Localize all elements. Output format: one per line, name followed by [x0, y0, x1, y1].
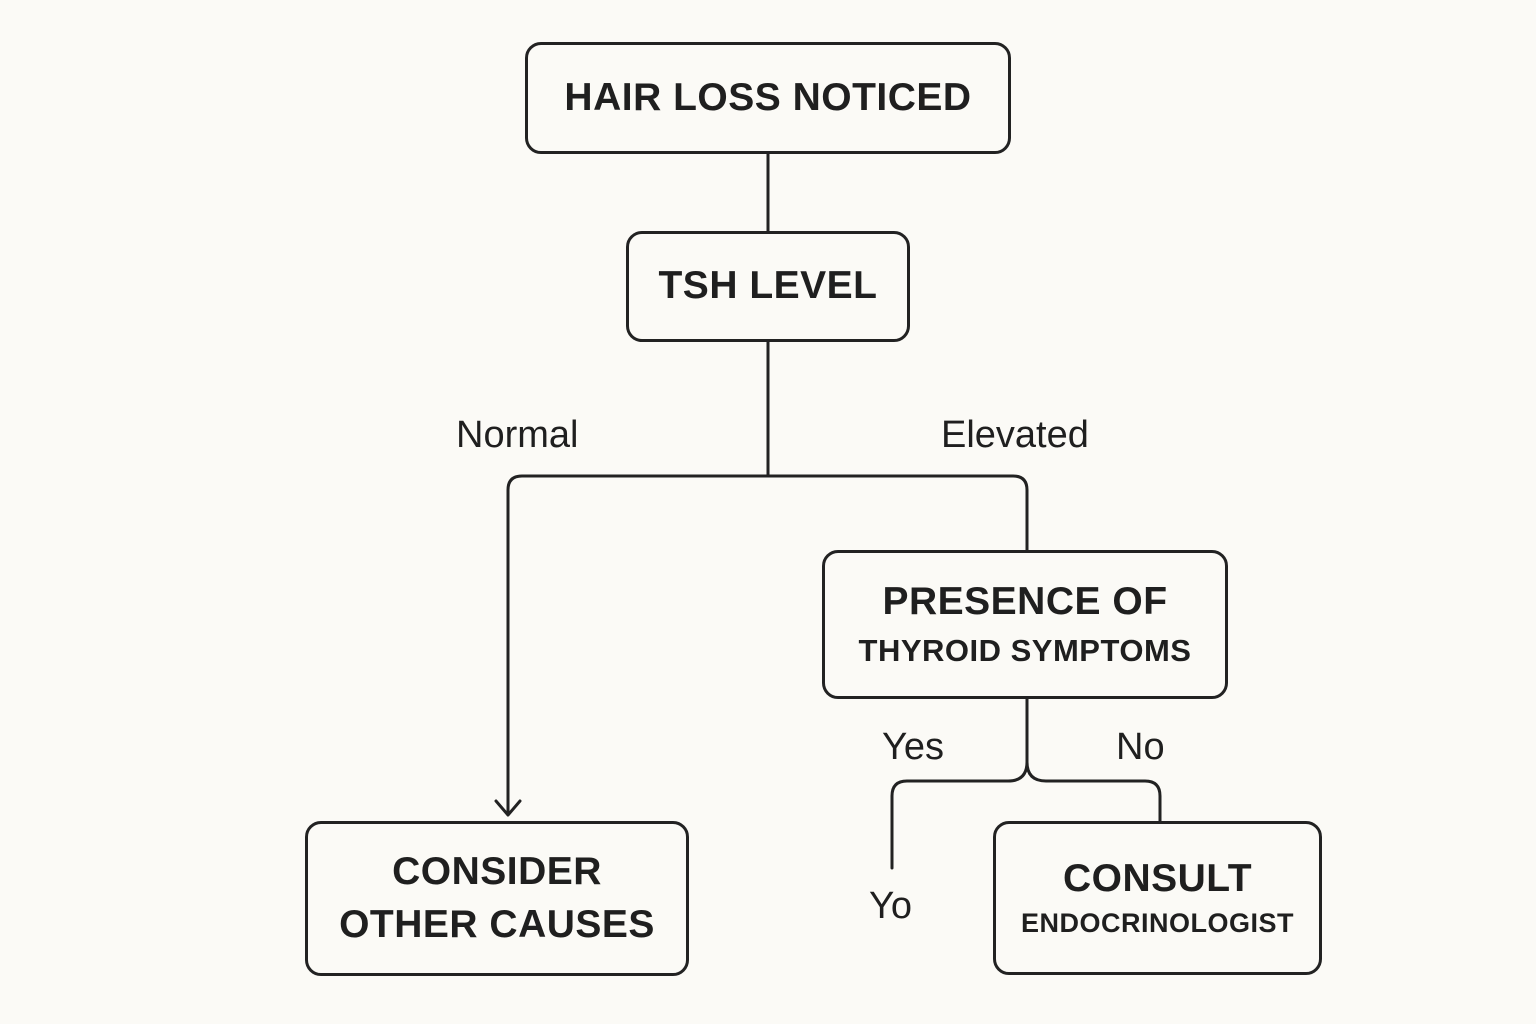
- presence-of-label: PRESENCE OF: [882, 580, 1168, 624]
- consult-label: CONSULT: [1062, 856, 1253, 900]
- consult-endocrinologist-box: CONSULT ENDOCRINOLOGIST: [993, 821, 1322, 975]
- consider-label: CONSIDER: [392, 849, 602, 893]
- hair-loss-noticed-label: HAIR LOSS NOTICED: [564, 75, 972, 119]
- edge-label-no: No: [1116, 726, 1165, 768]
- connector-split-normal: [506, 474, 770, 816]
- connector-split-elevated: [766, 474, 1029, 553]
- consider-other-causes-box: CONSIDER OTHER CAUSES: [305, 821, 689, 976]
- edge-label-normal: Normal: [456, 414, 579, 456]
- tsh-level-label: TSH LEVEL: [658, 264, 878, 308]
- edge-label-yo: Yo: [869, 885, 912, 927]
- thyroid-symptoms-label: THYROID SYMPTOMS: [858, 633, 1192, 669]
- edge-label-elevated: Elevated: [941, 414, 1089, 456]
- tsh-level-box: TSH LEVEL: [626, 231, 910, 342]
- other-causes-label: OTHER CAUSES: [339, 902, 655, 946]
- presence-of-thyroid-symptoms-box: PRESENCE OF THYROID SYMPTOMS: [822, 550, 1228, 699]
- edge-label-yes: Yes: [882, 726, 944, 768]
- endocrinologist-label: ENDOCRINOLOGIST: [1020, 908, 1294, 939]
- hair-loss-noticed-box: HAIR LOSS NOTICED: [525, 42, 1011, 154]
- connector-presence-yes: [890, 696, 1029, 870]
- connector-presence-no: [1025, 760, 1162, 824]
- arrowhead-normal: [494, 799, 522, 817]
